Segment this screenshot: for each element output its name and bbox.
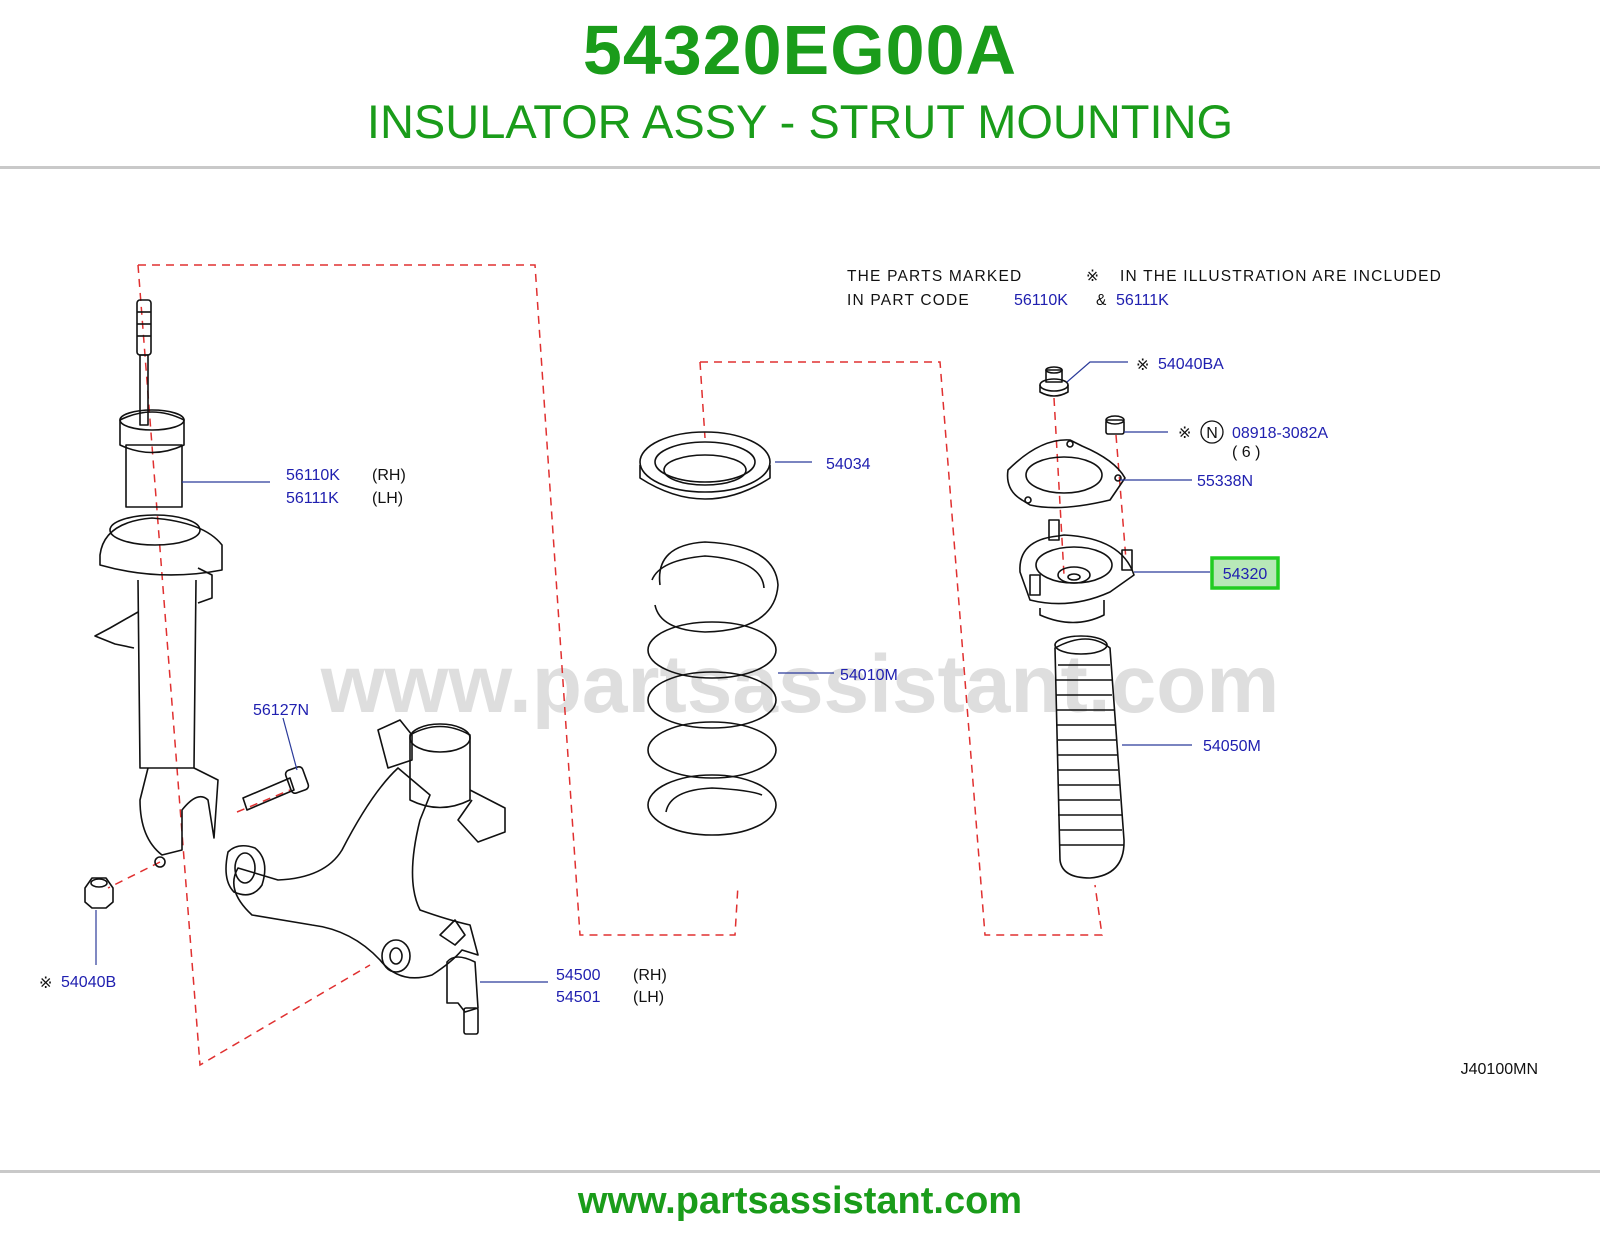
callout-56110k-side: (RH) xyxy=(372,467,406,484)
assembly-dash-nut-lower xyxy=(107,861,161,889)
callout-54320-highlight[interactable] xyxy=(1210,556,1280,590)
spring-seat-54034-illustration xyxy=(639,431,771,500)
illustration-code: J40100MN xyxy=(1461,1061,1538,1078)
bolt-56127n-illustration xyxy=(242,765,310,811)
assembly-outline-2 xyxy=(137,264,371,1067)
callout-54501-side: (LH) xyxy=(633,989,664,1006)
assembly-dash-seat xyxy=(699,361,706,439)
callout-56110k[interactable]: 56110K xyxy=(286,467,340,484)
callout-56127n[interactable]: 56127N xyxy=(253,702,309,719)
part-name-subtitle: INSULATOR ASSY - STRUT MOUNTING xyxy=(366,95,1234,148)
note-line1-end: IN THE ILLUSTRATION ARE INCLUDED xyxy=(1120,268,1442,285)
callout-54320[interactable]: 54320 xyxy=(1223,566,1268,583)
part-number-title: 54320EG00A xyxy=(582,11,1018,89)
included-parts-note: THE PARTS MARKED ※ IN THE ILLUSTRATION A… xyxy=(847,268,1442,309)
nut-54040b-illustration xyxy=(84,877,114,909)
assembly-outline-3 xyxy=(700,361,1103,936)
callout-54040ba[interactable]: 54040BA xyxy=(1158,356,1224,373)
callout-08918-n: N xyxy=(1206,425,1218,442)
watermark-text: www.partsassistant.com xyxy=(320,639,1280,730)
callout-54501[interactable]: 54501 xyxy=(556,989,601,1006)
note-ampersand: & xyxy=(1096,292,1108,309)
callout-54500-side: (RH) xyxy=(633,967,667,984)
bearing-plate-55338n-illustration xyxy=(1006,439,1126,509)
callout-08918-3082a[interactable]: 08918-3082A xyxy=(1232,425,1328,442)
footer-divider xyxy=(0,1170,1600,1173)
parts-diagram: www.partsassistant.com THE PARTS MARKED … xyxy=(39,264,1538,1078)
header-divider xyxy=(0,166,1600,169)
note-code-56111k[interactable]: 56111K xyxy=(1116,292,1169,309)
nut-08918-illustration xyxy=(1105,415,1125,435)
bellows-54050m-illustration xyxy=(1054,635,1125,879)
callout-55338n[interactable]: 55338N xyxy=(1197,473,1253,490)
lower-arm-illustration xyxy=(225,719,506,1035)
note-code-56110k[interactable]: 56110K xyxy=(1014,292,1068,309)
callout-54040b-mark: ※ xyxy=(39,975,52,992)
leader-56127n xyxy=(282,717,298,771)
note-line1-start: THE PARTS MARKED xyxy=(847,268,1022,285)
assembly-dash-stud xyxy=(1053,397,1065,576)
insulator-54320-illustration xyxy=(1019,519,1135,624)
n-circle-icon xyxy=(1200,420,1224,444)
callout-54500[interactable]: 54500 xyxy=(556,967,601,984)
callout-56111k-side: (LH) xyxy=(372,490,403,507)
callout-56111k[interactable]: 56111K xyxy=(286,490,339,507)
assembly-dash-nut xyxy=(1115,434,1127,561)
callout-08918-mark: ※ xyxy=(1178,425,1191,442)
footer-website-link[interactable]: www.partsassistant.com xyxy=(577,1180,1023,1222)
coil-spring-54010m-illustration xyxy=(647,541,779,836)
nut-54040ba-illustration xyxy=(1039,366,1069,397)
leader-54040ba xyxy=(1066,361,1128,383)
callout-08918-qty: ( 6 ) xyxy=(1232,444,1260,461)
callout-54010m[interactable]: 54010M xyxy=(840,667,898,684)
page-header: 54320EG00A INSULATOR ASSY - STRUT MOUNTI… xyxy=(0,0,1600,168)
assembly-dash-bolt xyxy=(236,789,291,813)
callout-54040ba-mark: ※ xyxy=(1136,357,1149,374)
assembly-outline-1 xyxy=(138,264,739,936)
note-marked-symbol: ※ xyxy=(1086,268,1100,285)
callout-54034[interactable]: 54034 xyxy=(826,456,871,473)
callout-54050m[interactable]: 54050M xyxy=(1203,738,1261,755)
strut-assembly-illustration xyxy=(94,299,223,868)
note-line2-start: IN PART CODE xyxy=(847,292,970,309)
callout-54040b[interactable]: 54040B xyxy=(61,974,116,991)
